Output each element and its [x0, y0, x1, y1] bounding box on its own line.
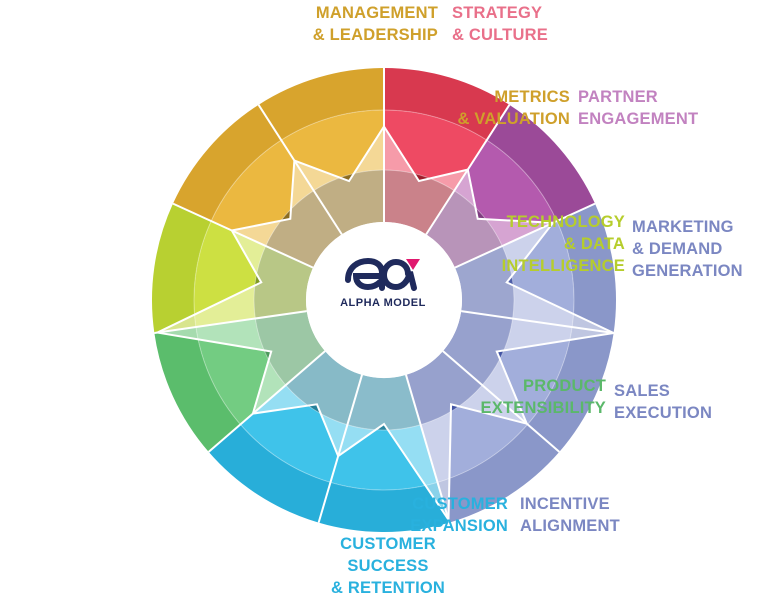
label-metrics-line: METRICS — [494, 88, 570, 106]
segment-partner-outer-ring — [486, 104, 596, 222]
label-product-line: PRODUCT — [523, 377, 606, 395]
ring-guide-mid — [193, 109, 575, 491]
divider-line — [442, 350, 560, 453]
segment-incentive-middle-ring — [420, 385, 528, 483]
label-sales-line: EXECUTION — [614, 404, 713, 422]
label-partner-line: PARTNER — [578, 88, 658, 106]
label-product-line: EXTENSIBILITY — [480, 399, 606, 417]
segment-product-outer-ring — [154, 327, 241, 452]
segment-success-middle-ring — [330, 424, 438, 491]
label-metrics: METRICS & VALUATION — [458, 86, 571, 130]
label-success-line: SUCCESS — [347, 557, 429, 575]
ring-guide-inner — [253, 169, 515, 431]
segment-product — [154, 311, 326, 452]
segment-partner-middle-ring — [454, 140, 557, 246]
segment-management — [258, 68, 384, 235]
segment-technology — [151, 203, 314, 334]
segment-partner — [426, 104, 596, 268]
divider-line — [208, 350, 326, 453]
label-management-line: & LEADERSHIP — [312, 26, 438, 44]
segment-success — [318, 374, 450, 532]
label-sales: SALES EXECUTION — [614, 380, 712, 424]
segment-product-inner-ring — [255, 311, 326, 386]
segment-incentive-outer-ring — [437, 424, 560, 523]
label-technology-line: & DATA — [563, 235, 625, 253]
divider-line — [172, 202, 314, 269]
label-incentive: INCENTIVE ALIGNMENT — [520, 493, 620, 537]
label-technology-line: TECHNOLOGY — [506, 213, 625, 231]
divider-line — [461, 310, 614, 335]
brand-name: ALPHA MODEL — [340, 297, 426, 309]
segment-strategy-inner-ring — [384, 170, 455, 235]
label-expansion: CUSTOMER EXPANSION — [410, 493, 508, 537]
segment-management-middle-ring — [281, 110, 384, 191]
divider-line — [317, 374, 363, 523]
label-product: PRODUCT EXTENSIBILITY — [481, 375, 606, 419]
segment-marketing-outer-ring — [556, 203, 616, 334]
label-strategy-line: STRATEGY — [452, 4, 543, 22]
segment-management-outer-ring — [258, 68, 384, 141]
label-management: MANAGEMENT & LEADERSHIP — [313, 2, 438, 46]
label-marketing-line: & DEMAND — [632, 240, 723, 258]
label-success-line: CUSTOMER — [340, 535, 436, 553]
segment-metrics-inner-ring — [265, 190, 342, 268]
segment-technology-outer-ring — [151, 203, 212, 334]
divider-line — [257, 104, 343, 235]
segment-success-inner-ring — [347, 374, 421, 431]
segment-partner-inner-ring — [426, 190, 503, 268]
label-incentive-line: INCENTIVE — [520, 495, 610, 513]
alpha-logo-icon — [345, 257, 420, 291]
label-marketing-line: GENERATION — [632, 262, 743, 280]
label-sales-line: SALES — [614, 382, 671, 400]
label-strategy: STRATEGY & CULTURE — [452, 2, 548, 46]
segment-sales — [442, 311, 614, 452]
segment-expansion-outer-ring — [208, 424, 331, 523]
label-expansion-line: EXPANSION — [410, 517, 508, 535]
label-marketing-line: MARKETING — [632, 218, 734, 236]
segment-metrics-middle-ring — [211, 140, 314, 246]
segment-success-outer-ring — [318, 482, 450, 532]
divider-line — [454, 202, 596, 269]
segment-sales-inner-ring — [442, 311, 513, 386]
segment-management-inner-ring — [313, 170, 384, 235]
label-marketing: MARKETING & DEMAND GENERATION — [632, 216, 743, 282]
label-strategy-line: & CULTURE — [452, 26, 548, 44]
segment-product-middle-ring — [195, 318, 286, 425]
segment-technology-inner-ring — [254, 245, 314, 319]
segment-marketing — [454, 203, 616, 334]
divider-line — [425, 104, 511, 235]
wheel-segments — [151, 68, 616, 532]
segment-dividers — [154, 68, 614, 523]
label-management-line: MANAGEMENT — [315, 4, 438, 22]
segment-technology-middle-ring — [194, 221, 266, 328]
label-partner: PARTNER ENGAGEMENT — [578, 86, 698, 130]
label-expansion-line: CUSTOMER — [412, 495, 508, 513]
center-circle — [306, 222, 462, 378]
segment-marketing-middle-ring — [502, 221, 574, 328]
segment-metrics — [172, 104, 342, 268]
label-success-line: & RETENTION — [330, 579, 446, 597]
label-metrics-line: & VALUATION — [457, 110, 570, 128]
divider-line — [405, 374, 451, 523]
segment-strategy-outer-ring — [384, 68, 510, 141]
label-technology-line: INTELLIGENCE — [501, 257, 625, 275]
divider-line — [154, 310, 307, 335]
segment-metrics-outer-ring — [172, 104, 282, 222]
segment-expansion-middle-ring — [240, 385, 348, 483]
segment-sales-outer-ring — [527, 327, 614, 452]
segment-marketing-inner-ring — [454, 245, 514, 319]
label-success: CUSTOMER SUCCESS & RETENTION — [318, 533, 458, 599]
label-incentive-line: ALIGNMENT — [520, 517, 620, 535]
segment-sales-middle-ring — [482, 318, 573, 425]
label-partner-line: ENGAGEMENT — [578, 110, 699, 128]
label-technology: TECHNOLOGY & DATA INTELLIGENCE — [502, 211, 625, 277]
